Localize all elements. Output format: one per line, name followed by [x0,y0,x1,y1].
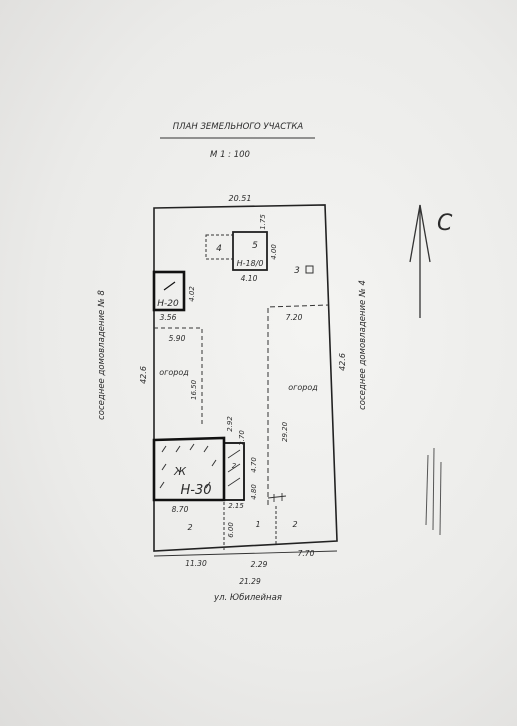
dim-outbuilding-w: 3.56 [160,313,177,322]
dim-house-w2: 4.70 [250,457,258,473]
garden-left-label: огород [159,368,189,377]
garden-left-boundary [154,327,203,427]
bottom-dimension-line [153,550,338,557]
house-annex [223,442,245,501]
dim-garden-left-h: 16.50 [190,379,198,400]
dim-garden-right-h: 29.20 [281,421,289,442]
neighbor-left: соседнее домовладение № 8 [97,290,107,420]
garden-right-label: огород [288,383,318,392]
outbuilding-h20 [152,270,186,312]
mark-bottom-a: 2 [187,523,192,532]
dim-right-side: 42.6 [338,353,347,371]
margin-marks [425,447,442,536]
annex-mark: 2 [232,462,237,470]
dim-bottom-left: 11.30 [185,559,207,568]
dim-bottom-small: 6.00 [227,522,235,538]
north-arrow-icon [409,204,431,318]
shed-5 [232,231,268,271]
dim-bottom-right: 7.70 [298,549,315,558]
main-house-h30: Ж Н-30 [152,436,226,502]
dim-shed-width: 4.10 [241,274,258,283]
dim-house-gap: 4.80 [250,484,258,500]
shed-4 [205,234,234,260]
neighbor-right: соседнее домовладение № 4 [358,280,368,410]
feature-3-square [305,265,314,274]
dim-garden-left-w: 5.90 [169,334,186,343]
dim-house-w1: 2.92 [226,416,234,432]
mark-bottom-c: 2 [292,520,297,529]
feature-3-label: 3 [294,266,300,276]
dim-porch-side: 2.70 [238,430,246,446]
main-house-tag: Ж [173,465,187,478]
plot-boundary [153,204,338,552]
street-label: ул. Юбилейная [213,593,282,603]
shed-4-label: 4 [216,244,222,254]
tree-marks [267,493,287,502]
dim-bottom-total: 21.29 [239,577,261,586]
dim-shed-height: 4.00 [270,244,278,260]
outbuilding-label: Н-20 [157,299,179,309]
garden-right-boundary [267,304,329,505]
dim-house-bottom: 8.70 [172,505,189,514]
north-label: С [437,211,453,236]
mark-bottom-b: 1 [255,520,260,529]
dim-house-side: 2.15 [228,502,244,510]
dim-garden-right-w: 7.20 [286,313,303,322]
dim-left-side: 42.6 [139,366,148,384]
shed-5-tag: Н-18/0 [237,259,264,268]
dim-bottom-mid: 2.29 [251,560,268,569]
dim-outbuilding-h: 4.02 [188,286,196,302]
plan-scale: М 1 : 100 [210,150,250,160]
main-house-label: Н-30 [180,483,211,498]
plan-title: ПЛАН ЗЕМЕЛЬНОГО УЧАСТКА [173,122,304,132]
dim-shed-top: 1.75 [259,214,267,230]
shed-5-label: 5 [252,241,258,251]
dim-top-width: 20.51 [229,194,252,203]
